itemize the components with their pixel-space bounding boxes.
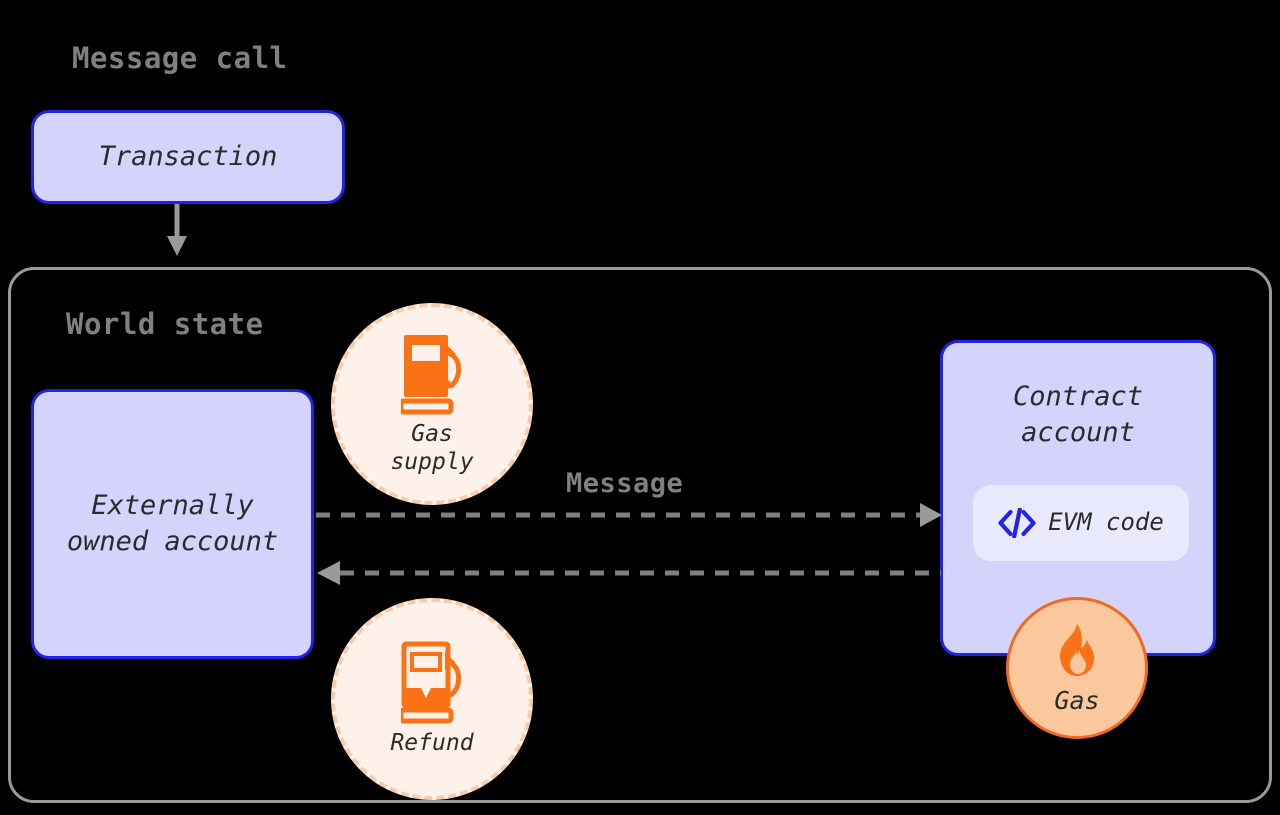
transaction-box: Transaction [31, 110, 345, 204]
gas-supply-circle: Gas supply [331, 303, 533, 505]
flame-icon [1060, 623, 1095, 676]
gas-supply-label: Gas supply [390, 421, 473, 476]
code-brackets-icon [998, 508, 1036, 538]
message-call-heading: Message call [72, 41, 288, 75]
evm-code-pill: EVM code [973, 485, 1189, 561]
gas-label: Gas [1054, 685, 1100, 715]
eoa-label-line2: owned account [66, 526, 279, 557]
refund-label-line1: Refund [390, 730, 474, 757]
transaction-to-world-state-arrow [167, 204, 187, 256]
refund-label: Refund [390, 730, 473, 758]
world-state-container [8, 267, 1272, 803]
message-arrow-label: Message [566, 468, 684, 499]
evm-code-label: EVM code [1048, 508, 1164, 537]
refund-circle: Refund [331, 598, 533, 800]
world-state-heading: World state [66, 307, 264, 341]
gas-pump-full-icon [401, 335, 462, 415]
gas-supply-label-line2: supply [390, 449, 474, 475]
transaction-label: Transaction [98, 141, 278, 173]
gas-supply-label-line1: Gas [411, 421, 453, 448]
gas-pump-partial-icon [401, 641, 462, 724]
gas-flame-circle: Gas [1006, 597, 1148, 739]
eoa-label-line1: Externally [91, 490, 254, 522]
externally-owned-account-box: Externally owned account [31, 389, 314, 659]
contract-label-line2: account [1021, 416, 1135, 448]
contract-label-line1: Contract [1012, 381, 1144, 412]
